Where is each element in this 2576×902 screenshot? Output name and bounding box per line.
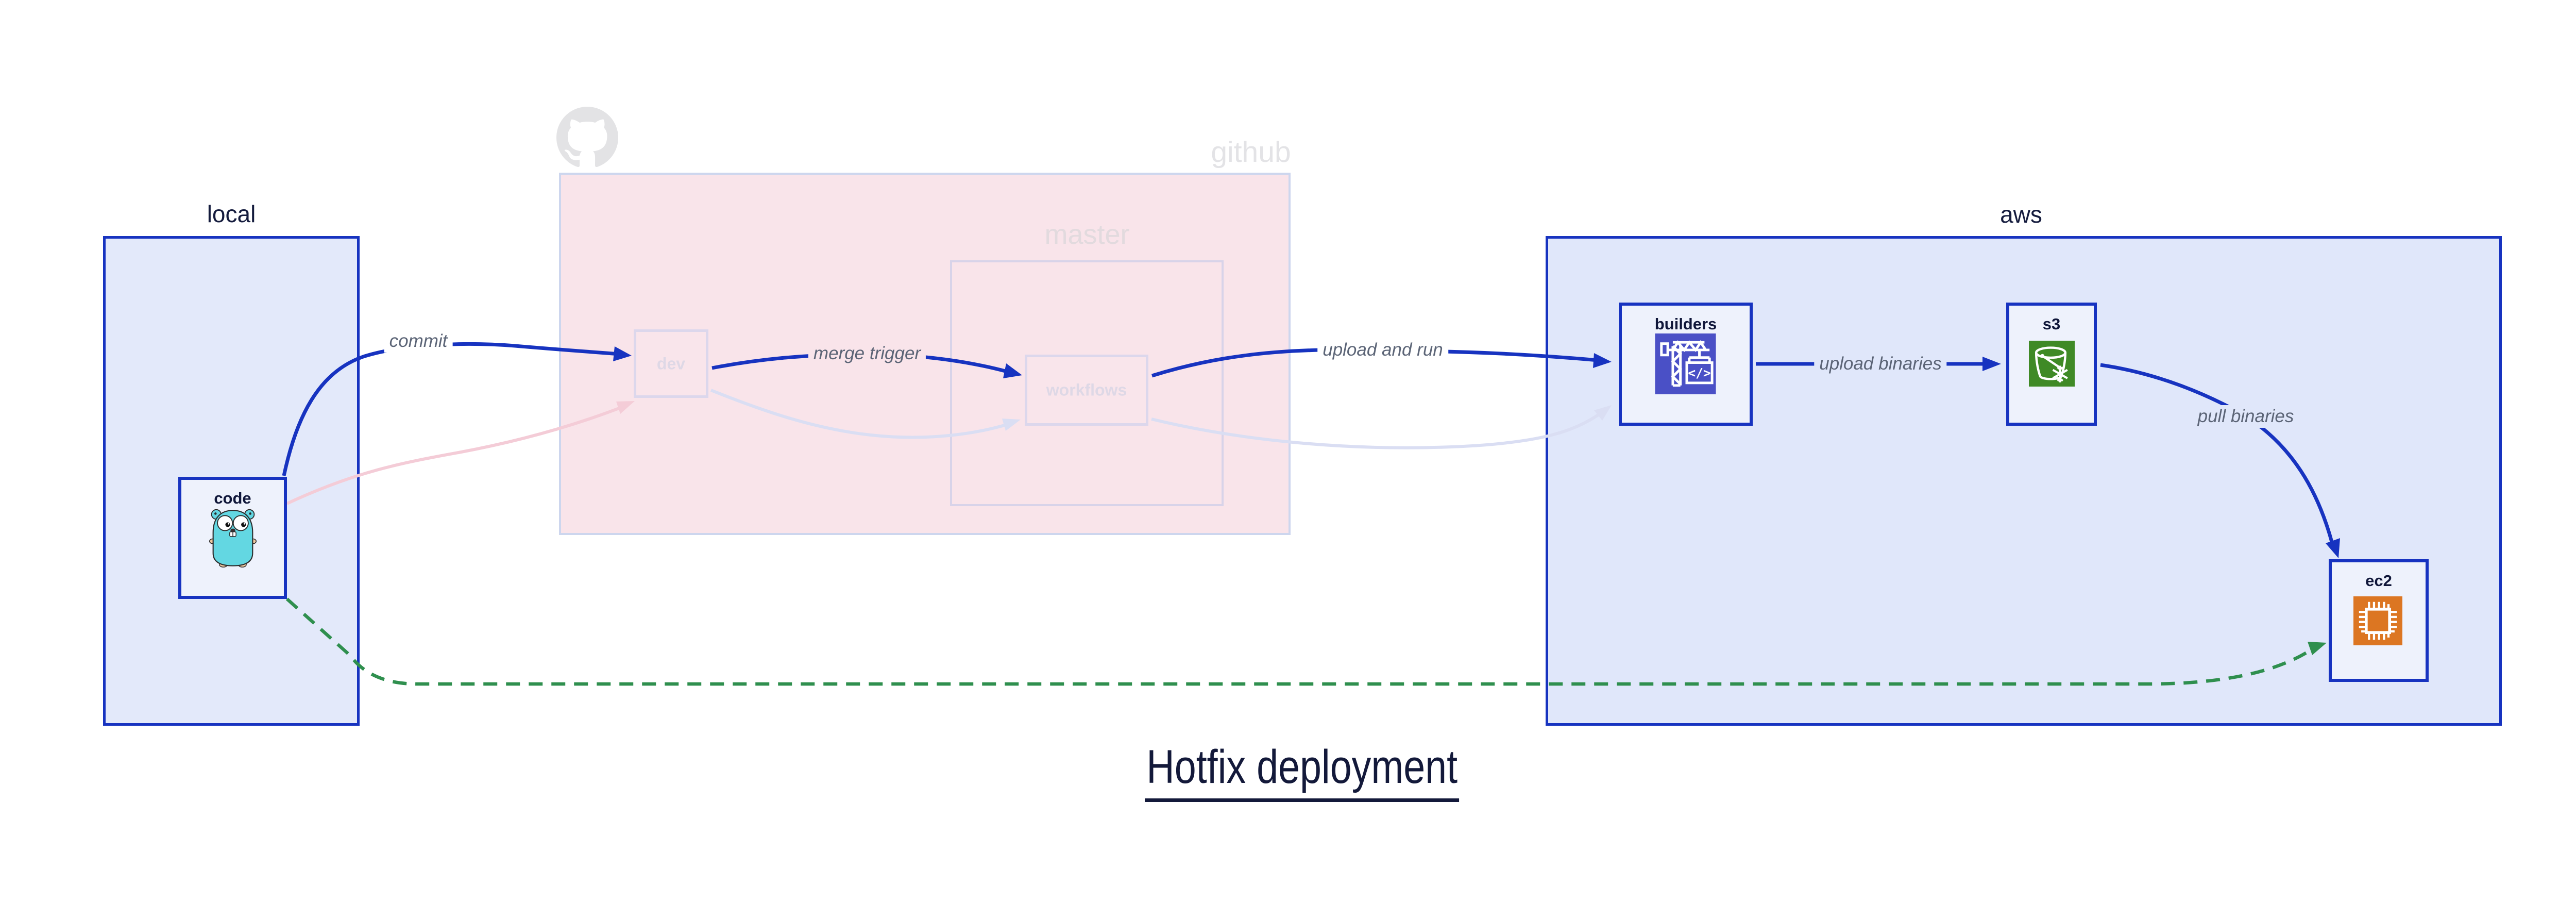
local-group-label: local: [207, 201, 256, 227]
edge-workflows-builders-faded-arrowhead: [1594, 405, 1612, 421]
node-ec2-label: ec2: [2365, 572, 2392, 590]
edge-pull-binaries-line: [2100, 363, 2334, 544]
node-builders-label: builders: [1654, 315, 1717, 333]
edge-upload-binaries-arrowhead: [1982, 357, 2001, 371]
edge-code-dev-faded-arrowhead: [616, 401, 635, 414]
edge-code-dev-faded-line: [286, 405, 625, 505]
edge-label-pull-binaries: pull binaries: [2192, 405, 2299, 428]
aws-codebuild-icon: </>: [1655, 333, 1716, 394]
diagram-title: Hotfix deployment: [1144, 741, 1460, 803]
master-group-label: master: [1044, 219, 1130, 250]
edge-label-commit: commit: [384, 330, 453, 353]
aws-group-label: aws: [2000, 201, 2042, 228]
go-gopher-icon: [209, 509, 257, 568]
github-group-label: github: [1211, 136, 1291, 169]
edge-workflows-builders-faded-line: [1151, 411, 1602, 449]
svg-text:</>: </>: [1688, 365, 1710, 380]
aws-ec2-icon: [2353, 596, 2402, 645]
edge-commit-arrowhead: [613, 346, 632, 361]
edge-hotfix-arrowhead: [2308, 642, 2327, 655]
edge-dev-workflows-faded-arrowhead: [1002, 419, 1021, 431]
edge-pull-binaries-arrowhead: [2326, 538, 2340, 558]
node-s3-label: s3: [2042, 315, 2061, 333]
edge-label-merge-trigger: merge trigger: [808, 342, 926, 365]
edge-label-upload-and-run: upload and run: [1317, 339, 1448, 361]
master-group-box: [950, 260, 1224, 506]
edge-commit-line: [282, 342, 621, 476]
diagram-title-wrap: Hotfix deployment: [0, 741, 2576, 803]
edge-merge-trigger-arrowhead: [1003, 363, 1022, 378]
node-code-label: code: [214, 489, 251, 507]
node-dev-label: dev: [656, 354, 686, 373]
node-workflows-label: workflows: [1046, 380, 1127, 399]
edge-label-upload-binaries: upload binaries: [1814, 353, 1947, 375]
edge-upload-and-run-arrowhead: [1593, 353, 1612, 368]
aws-s3-glacier-icon: [2029, 341, 2075, 387]
node-dev: dev: [634, 329, 708, 398]
node-workflows: workflows: [1025, 355, 1148, 426]
edge-hotfix-dashed-line: [285, 597, 2314, 686]
edge-dev-workflows-faded-line: [710, 389, 1010, 439]
